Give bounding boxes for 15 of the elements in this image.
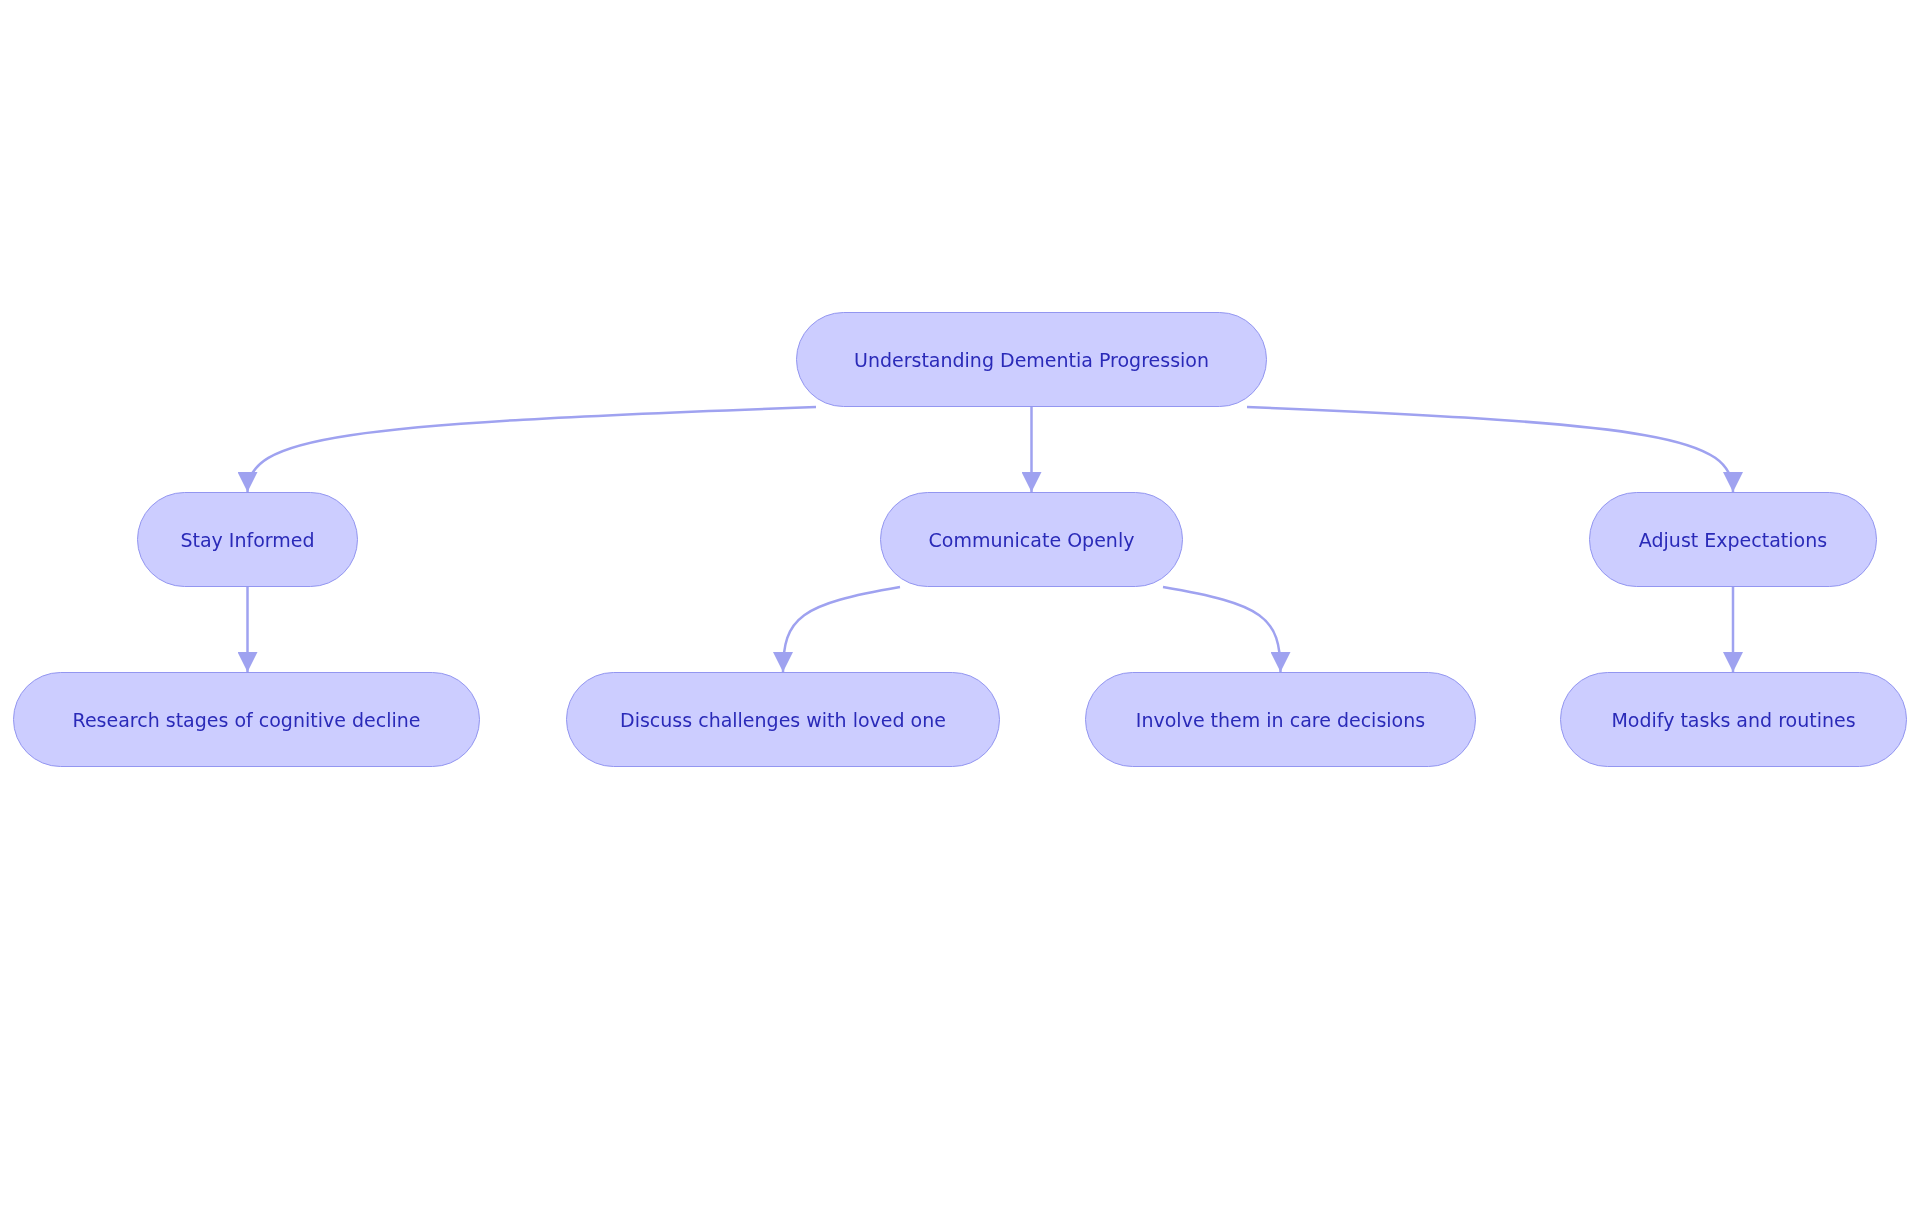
arrow xyxy=(237,587,258,672)
arrow xyxy=(773,585,901,673)
arrow xyxy=(1246,405,1741,493)
arrow xyxy=(1723,587,1743,672)
arrow xyxy=(240,405,817,493)
node-label: Modify tasks and routines xyxy=(1611,708,1856,731)
arrow xyxy=(1162,585,1290,673)
node-label: Communicate Openly xyxy=(928,528,1135,551)
node-label: Involve them in care decisions xyxy=(1135,708,1426,731)
node-label: Discuss challenges with loved one xyxy=(620,708,946,731)
node-label: Understanding Dementia Progression xyxy=(854,348,1209,371)
node-label: Research stages of cognitive decline xyxy=(72,708,421,731)
node-label: Stay Informed xyxy=(180,528,315,551)
node-label: Adjust Expectations xyxy=(1638,528,1828,551)
arrow xyxy=(1021,407,1042,492)
